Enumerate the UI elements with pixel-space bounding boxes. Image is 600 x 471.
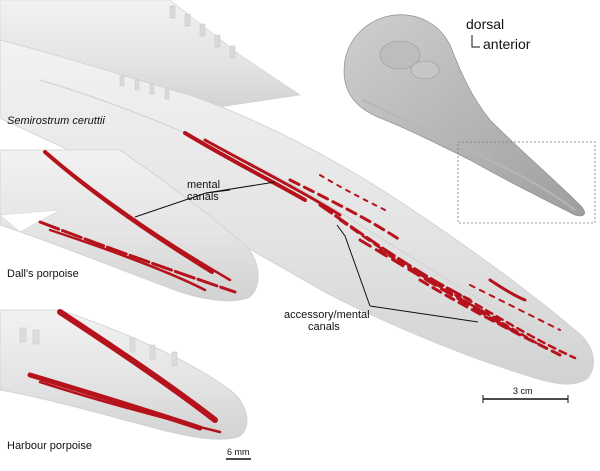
semirostrum-canals bbox=[183, 131, 577, 360]
zoom-box bbox=[457, 141, 596, 224]
skull-inset-render bbox=[343, 14, 585, 217]
harbour-porpoise-canals bbox=[27, 309, 222, 434]
label-mental-canals-1: mental bbox=[187, 179, 221, 191]
label-semirostrum: Semirostrum ceruttii bbox=[7, 115, 105, 127]
harbour-porpoise-mandible-render bbox=[0, 309, 248, 440]
label-anterior: anterior bbox=[483, 36, 531, 52]
orientation-indicator bbox=[471, 35, 480, 48]
label-dorsal: dorsal bbox=[466, 16, 505, 32]
label-accessory-canals-2: canals bbox=[308, 321, 340, 333]
label-scale-small: 6 mm bbox=[227, 447, 250, 457]
label-mental-canals-2: canals bbox=[187, 191, 219, 203]
leader-lines bbox=[134, 181, 479, 323]
label-scale-main: 3 cm bbox=[513, 386, 533, 396]
scale-bar-main bbox=[482, 395, 569, 403]
label-harbour-porpoise: Harbour porpoise bbox=[7, 440, 92, 452]
dalls-porpoise-canals bbox=[38, 150, 237, 294]
label-accessory-canals-1: accessory/mental bbox=[284, 309, 370, 321]
label-dalls-porpoise: Dall's porpoise bbox=[7, 268, 79, 280]
